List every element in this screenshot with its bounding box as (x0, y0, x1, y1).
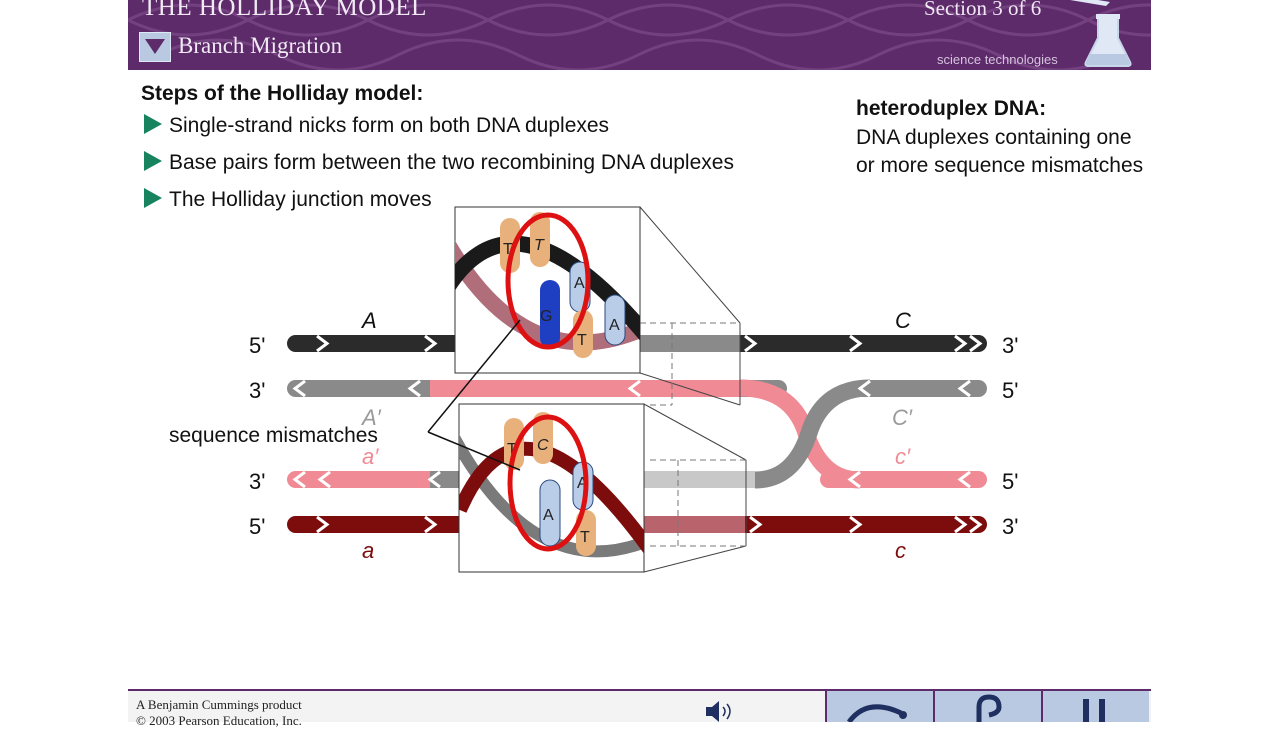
svg-text:T: T (577, 332, 587, 349)
footer-line: © 2003 Pearson Education, Inc. (136, 713, 302, 728)
replay-icon (846, 704, 907, 724)
svg-text:T: T (503, 241, 513, 258)
section-indicator: Section 3 of 6 (924, 0, 1042, 20)
mismatch-label: sequence mismatches (169, 424, 378, 447)
strand-end-label: 3' (249, 469, 265, 494)
header-dna-decoration (128, 3, 1151, 70)
crossover-gray (754, 379, 871, 489)
steps-heading: Steps of the Holliday model: (141, 82, 424, 105)
definition-text: DNA duplexes containing one or more sequ… (856, 126, 1144, 177)
callout-line (427, 431, 521, 471)
svg-text:A: A (609, 317, 620, 334)
strand-pink-heteroduplex (430, 380, 740, 397)
gene-label-c: c (895, 538, 906, 563)
strand-end-label: 5' (249, 514, 265, 539)
brand-text: science technologies (937, 52, 1058, 67)
svg-text:T: T (580, 529, 590, 546)
svg-text:C: C (537, 437, 549, 454)
step-text: Base pairs form between the two recombin… (169, 151, 734, 174)
gene-label-a: a (362, 538, 374, 563)
strand-end-label: 5' (1002, 378, 1018, 403)
gene-label-A-prime: A′ (360, 405, 382, 430)
bullet-triangle-icon (144, 114, 162, 134)
gene-label-c-prime: c′ (895, 444, 911, 469)
strand-end-label: 3' (1002, 333, 1018, 358)
bullet-triangle-icon (144, 151, 162, 171)
gene-label-C: C (895, 308, 911, 333)
flask-icon (1070, 0, 1132, 67)
footer-credit: A Benjamin Cummings product © 2003 Pears… (136, 697, 302, 729)
strand-pink-right (820, 471, 987, 488)
section-menu-button[interactable] (139, 32, 171, 62)
strand-top-heteroduplex (640, 335, 740, 352)
gene-label-C-prime: C′ (892, 405, 913, 430)
page-subtitle: Branch Migration (178, 33, 343, 58)
bottom-inset-zoom: T C A A T (458, 403, 645, 573)
replay-button[interactable] (825, 691, 933, 724)
strand-end-label: 3' (249, 378, 265, 403)
strand-gray-light (640, 471, 755, 488)
svg-text:G: G (540, 308, 552, 325)
header-bar: THE HOLLIDAY MODEL Branch Migration Sect… (128, 0, 1151, 70)
step-item: Base pairs form between the two recombin… (144, 151, 734, 175)
svg-text:A: A (543, 507, 554, 524)
step-item: The Holliday junction moves (144, 188, 432, 212)
svg-text:A: A (574, 275, 585, 292)
svg-text:T: T (534, 237, 545, 254)
strand-end-label: 5' (249, 333, 265, 358)
svg-text:T: T (507, 441, 517, 458)
step-item: Single-strand nicks form on both DNA dup… (144, 114, 609, 138)
triangle-down-icon (145, 39, 165, 54)
step-text: Single-strand nicks form on both DNA dup… (169, 114, 610, 137)
strand-gray-right (855, 380, 987, 397)
footer-line: A Benjamin Cummings product (136, 697, 302, 712)
definition-term: heteroduplex DNA: (856, 97, 1047, 120)
return-icon (976, 694, 1002, 722)
callout-line (427, 319, 521, 433)
gene-label-a-prime: a′ (362, 444, 379, 469)
strand-end-label: 5' (1002, 469, 1018, 494)
step-text: The Holliday junction moves (169, 188, 432, 211)
mismatch-circle (507, 414, 589, 552)
bullet-triangle-icon (144, 188, 162, 208)
page-title: THE HOLLIDAY MODEL (142, 0, 427, 21)
svg-text:A: A (577, 475, 588, 492)
strand-end-label: 3' (1002, 514, 1018, 539)
step-back-button[interactable] (933, 691, 1041, 722)
strand-maroon-heteroduplex (640, 516, 745, 533)
gene-label-A: A (360, 308, 377, 333)
footer-bar: A Benjamin Cummings product © 2003 Pears… (128, 689, 1151, 728)
mismatch-circle (505, 212, 591, 350)
speaker-icon[interactable] (704, 699, 738, 722)
top-inset-zoom: T T A G T A (454, 206, 641, 374)
pause-icon (1083, 699, 1105, 722)
pause-button[interactable] (1041, 691, 1149, 722)
